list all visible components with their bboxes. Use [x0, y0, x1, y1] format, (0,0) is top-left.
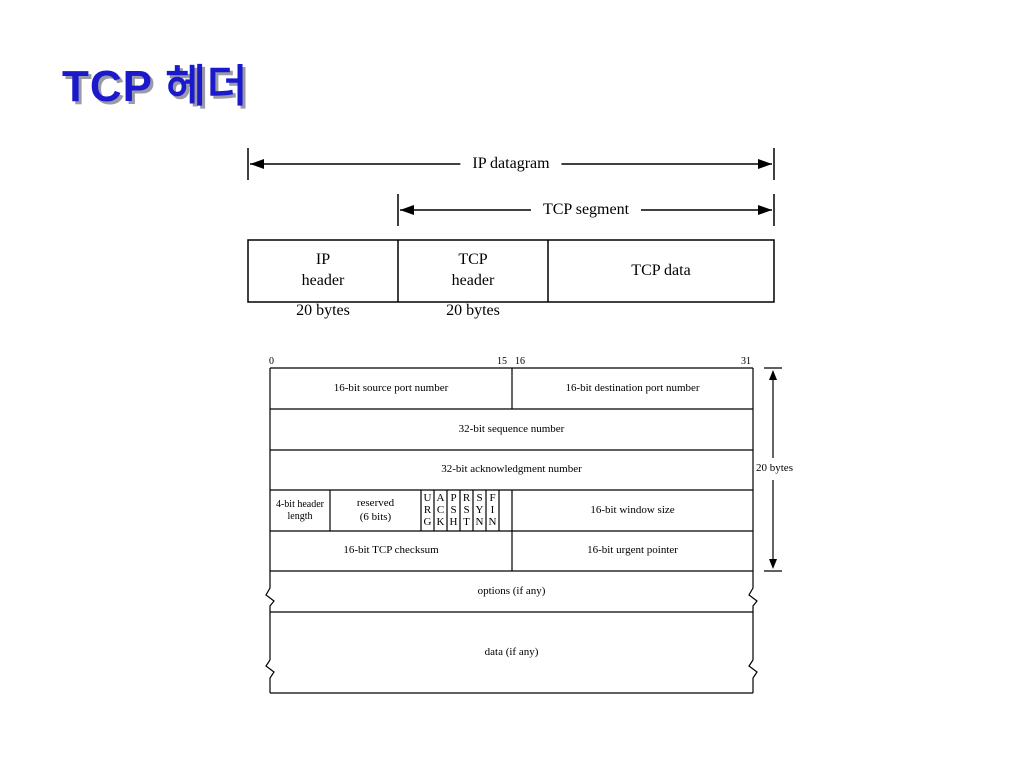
flag-letter: H	[449, 516, 458, 528]
tcp-header-size: 20 bytes	[446, 302, 500, 319]
flag-rst: R S T	[460, 490, 473, 530]
tcp-segment-label: TCP segment	[530, 201, 642, 219]
segment-line: TCP data	[631, 261, 691, 279]
window-size-field: 16-bit window size	[590, 503, 675, 516]
flag-psh: P S H	[447, 490, 460, 530]
bit-number-16: 16	[515, 356, 525, 367]
tcp-header-segment: TCP header	[398, 240, 548, 302]
flag-letter: S	[476, 492, 483, 504]
bit-number-0: 0	[269, 356, 274, 367]
flag-letter: A	[436, 492, 445, 504]
tcp-data-segment: TCP data	[548, 240, 774, 302]
flag-fin: F I N	[486, 490, 499, 530]
flag-letter: Y	[475, 504, 484, 516]
flag-ack: A C K	[434, 490, 447, 530]
flag-letter: K	[436, 516, 445, 528]
ip-header-size: 20 bytes	[296, 302, 350, 319]
reserved-field: reserved (6 bits)	[330, 490, 421, 531]
flag-letter: C	[436, 504, 445, 516]
segment-line: header	[301, 272, 345, 289]
header-length-field: 4-bit header length	[270, 490, 330, 531]
flag-letter: G	[423, 516, 432, 528]
options-field: options (if any)	[477, 584, 546, 597]
field-line: 4-bit header	[275, 498, 325, 510]
flag-letter: F	[489, 492, 496, 504]
slide-title: TCP 헤더	[62, 62, 249, 111]
field-line: (6 bits)	[359, 510, 392, 523]
data-field: data (if any)	[484, 645, 539, 658]
flag-letter: N	[488, 516, 497, 528]
flag-letter: S	[450, 504, 457, 516]
bit-number-31: 31	[741, 356, 751, 367]
segment-line: header	[451, 272, 495, 289]
flag-letter: T	[463, 516, 470, 528]
sequence-number-field: 32-bit sequence number	[458, 422, 565, 435]
urgent-pointer-field: 16-bit urgent pointer	[587, 544, 678, 557]
header-size-label: 20 bytes	[755, 462, 794, 474]
flag-letter: I	[490, 504, 495, 516]
flag-letter: R	[462, 492, 471, 504]
destination-port-field: 16-bit destination port number	[565, 381, 700, 394]
flag-letter: N	[475, 516, 484, 528]
field-line: length	[287, 510, 313, 522]
flag-letter: S	[463, 504, 470, 516]
flag-syn: S Y N	[473, 490, 486, 530]
flag-letter: U	[423, 492, 432, 504]
segment-line: IP	[315, 251, 331, 269]
flag-letter: R	[423, 504, 432, 516]
flag-urg: U R G	[421, 490, 434, 530]
field-line: reserved	[356, 497, 395, 510]
checksum-field: 16-bit TCP checksum	[343, 544, 439, 557]
source-port-field: 16-bit source port number	[333, 381, 449, 394]
acknowledgment-number-field: 32-bit acknowledgment number	[441, 463, 582, 476]
ip-datagram-label: IP datagram	[460, 155, 562, 173]
ip-header-segment: IP header	[248, 240, 398, 302]
bit-number-15: 15	[497, 356, 507, 367]
segment-line: TCP	[458, 251, 488, 269]
flag-letter: P	[450, 492, 457, 504]
